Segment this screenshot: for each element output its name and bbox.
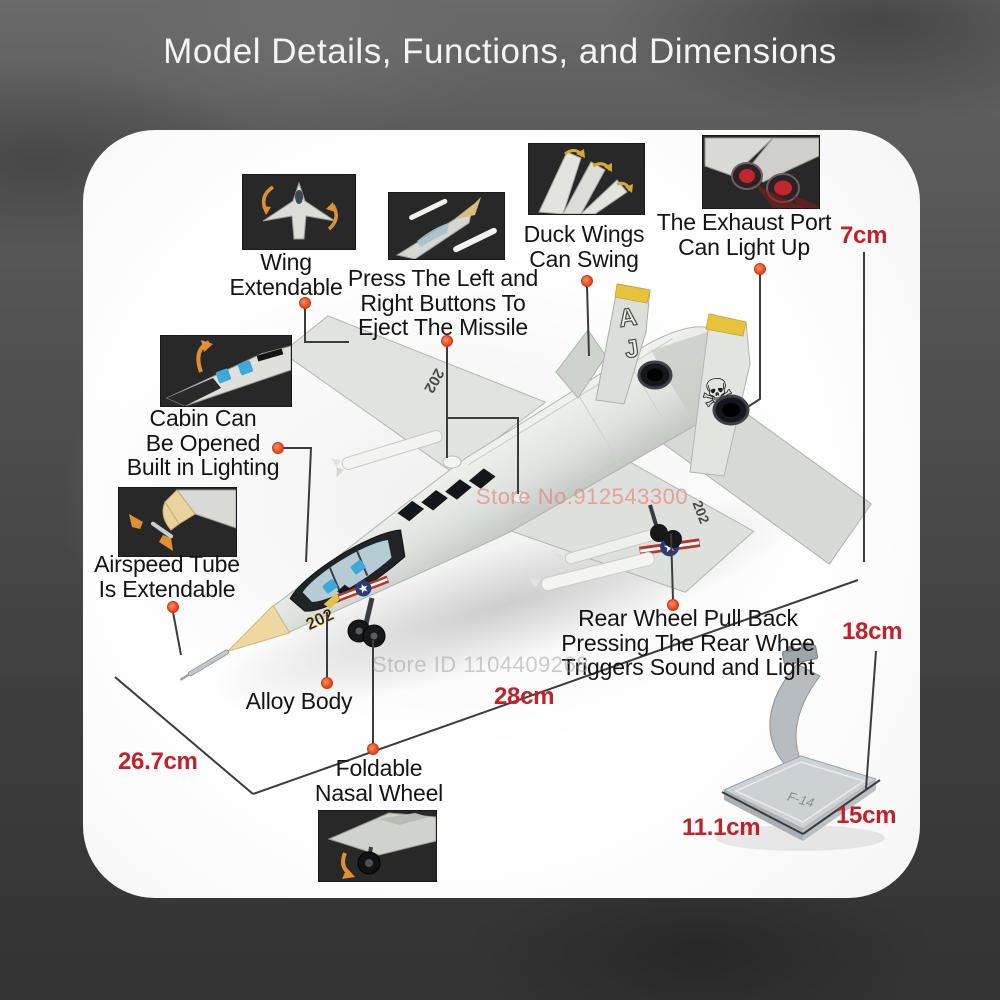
duck-wings-photo (538, 149, 633, 214)
exhaust-light-photo (704, 137, 819, 208)
wing-extendable-photo (261, 181, 338, 240)
missile-eject-photo (395, 197, 497, 259)
airspeed-tube-photo (129, 489, 236, 551)
watermark-store-id: Store ID 1104409268 (372, 652, 590, 677)
dimension-label-11-1cm: 11.1cm (682, 814, 761, 841)
dimension-label-18cm: 18cm (842, 618, 903, 645)
dimension-label-15cm: 15cm (836, 802, 897, 829)
callout-eject-missile: Press The Left and Right Buttons To Ejec… (347, 265, 539, 341)
page-title: Model Details, Functions, and Dimensions (163, 32, 837, 71)
watermark-store-no: Store No.912543300 (476, 484, 689, 509)
thumbnail-airspeed-tube (118, 487, 237, 557)
callout-airspeed-tube: Airspeed Tube Is Extendable (94, 551, 240, 602)
thumbnail-nasal-wheel (318, 810, 437, 882)
thumbnail-duck-wings (528, 143, 645, 215)
callout-alloy-body: Alloy Body (245, 688, 353, 714)
thumbnail-cabin-open (160, 335, 292, 407)
callout-foldable-nasal-wheel: Foldable Nasal Wheel (314, 755, 444, 806)
nasal-wheel-photo (327, 812, 436, 879)
thumbnail-exhaust-light (702, 135, 820, 209)
callout-duck-wings: Duck Wings Can Swing (523, 221, 645, 272)
thumbnail-missile-eject (388, 192, 505, 260)
callout-cabin: Cabin Can Be Opened Built in Lighting (126, 405, 280, 481)
thumbnail-wing-extendable (242, 174, 356, 250)
dimension-label-7cm: 7cm (840, 222, 888, 249)
dimension-label-26-7cm: 26.7cm (118, 748, 198, 775)
callout-rear-wheel: Rear Wheel Pull Back Pressing The Rear W… (561, 605, 815, 681)
dimension-label-28cm: 28cm (494, 683, 555, 710)
callout-wing-extendable: Wing Extendable (229, 249, 343, 300)
cabin-open-photo (165, 340, 291, 406)
callout-exhaust-port: The Exhaust Port Can Light Up (656, 209, 832, 260)
